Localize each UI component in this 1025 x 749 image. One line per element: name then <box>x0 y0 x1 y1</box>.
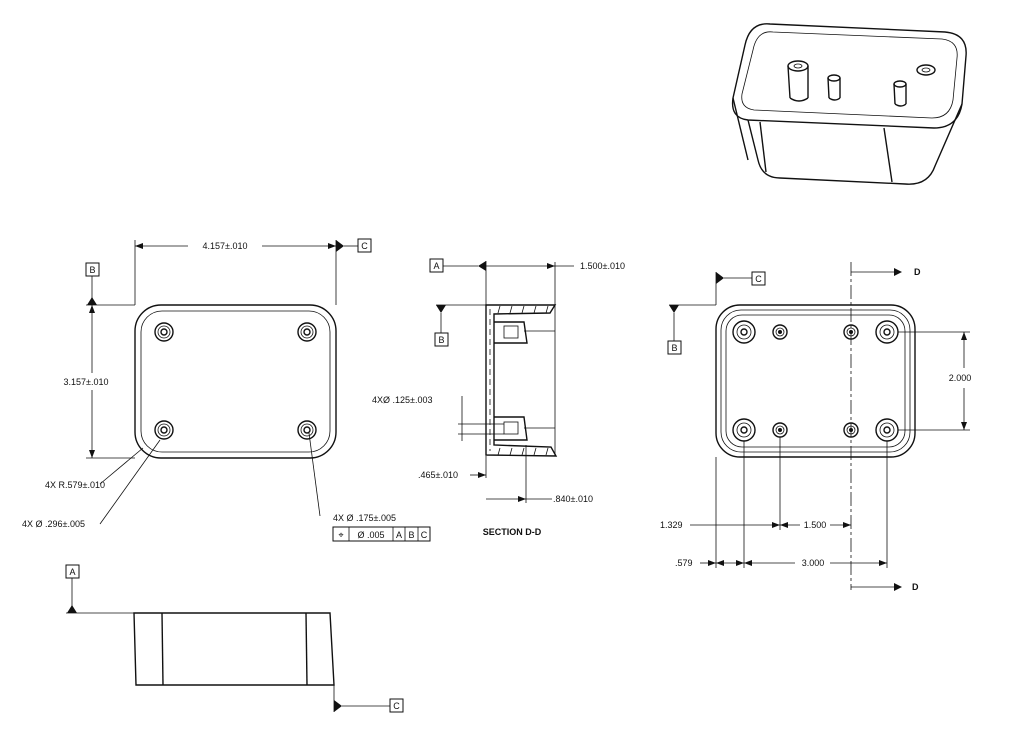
pin-diameter-label: 4XØ .125±.003 <box>372 395 432 405</box>
top-width-dim: 4.157±.010 <box>203 241 248 251</box>
boss-depth-dim: .840±.010 <box>553 494 593 504</box>
wall-thickness-dim: .465±.010 <box>418 470 458 480</box>
offset-dim: 1.329 <box>660 520 683 530</box>
pitch-dim: 1.500 <box>804 520 827 530</box>
datum-c-front-label: C <box>393 701 400 711</box>
large-boss-top-right <box>875 320 899 344</box>
right-view: D D C B 2.000 1.329 1.500 <box>660 262 971 592</box>
top-height-dim: 3.157±.010 <box>64 377 109 387</box>
section-view: A 1.500±.010 B <box>372 258 625 537</box>
span-dim: 3.000 <box>802 558 825 568</box>
boss-bottom-right <box>297 420 317 440</box>
datum-b-right-label: B <box>671 343 677 353</box>
edge-dim: .579 <box>675 558 693 568</box>
boss-bottom-left <box>154 420 174 440</box>
boss-top-left <box>154 322 174 342</box>
datum-a-section-label: A <box>433 261 439 271</box>
boss-diameter-label: 4X Ø .296±.005 <box>22 519 85 529</box>
small-boss-bottom-left <box>772 422 788 438</box>
fcf-datum-a: A <box>396 530 402 540</box>
hole-diameter-label: 4X Ø .175±.005 <box>333 513 396 523</box>
section-title: SECTION D-D <box>483 527 542 537</box>
large-boss-top-left <box>732 320 756 344</box>
top-view: 4.157±.010 C B 3.157±.010 4X R.579±.010 … <box>22 238 431 542</box>
boss-top-right <box>297 322 317 342</box>
position-symbol: ⌖ <box>338 530 343 540</box>
feature-control-frame: ⌖ Ø .005 A B C <box>332 526 431 542</box>
large-boss-bottom-left <box>732 418 756 442</box>
section-depth-dim: 1.500±.010 <box>580 261 625 271</box>
datum-b-top-label: B <box>89 265 95 275</box>
isometric-view <box>731 23 967 185</box>
corner-radius-label: 4X R.579±.010 <box>45 480 105 490</box>
datum-a-front-label: A <box>69 567 75 577</box>
small-boss-top-left <box>772 324 788 340</box>
fcf-datum-c: C <box>421 530 428 540</box>
section-marker-bottom: D <box>912 582 919 592</box>
vertical-spacing-dim: 2.000 <box>949 373 972 383</box>
datum-c-right-label: C <box>755 274 762 284</box>
datum-c-top-label: C <box>361 241 368 251</box>
section-marker-top: D <box>914 267 921 277</box>
datum-b-section-label: B <box>438 335 444 345</box>
fcf-datum-b: B <box>408 530 414 540</box>
fcf-tolerance: Ø .005 <box>357 530 384 540</box>
large-boss-bottom-right <box>875 418 899 442</box>
front-view: A C <box>65 564 404 713</box>
